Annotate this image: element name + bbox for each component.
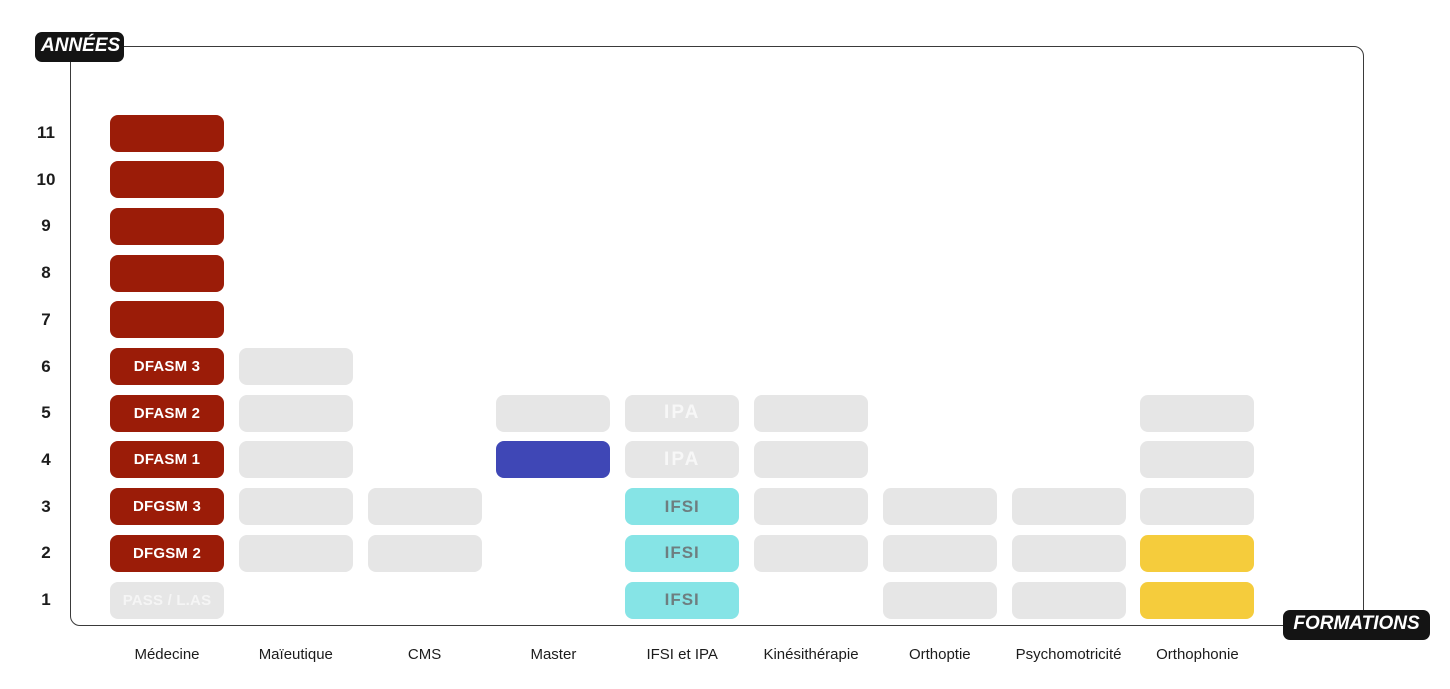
cell-7-year-3	[1011, 488, 1126, 526]
cell-6-year-1	[882, 581, 997, 619]
cell-0-year-6: DFASM 3	[110, 348, 224, 385]
cell-8-year-4	[1140, 441, 1255, 479]
formation-label-3: Master	[530, 646, 577, 663]
year-label-8: 8	[41, 263, 51, 283]
formation-label-7: Psychomotricité	[1015, 646, 1122, 663]
cell-0-year-9	[110, 207, 224, 245]
cell-2-year-3	[367, 488, 482, 526]
cell-4-year-1: IFSI	[625, 581, 740, 619]
cell-6-year-3	[882, 488, 997, 526]
cell-0-year-1: PASS / L.AS	[110, 581, 224, 619]
year-label-5: 5	[41, 403, 51, 423]
cell-4-year-5: IPA	[625, 394, 740, 432]
cell-0-year-4: DFASM 1	[110, 441, 224, 479]
cell-0-year-3: DFGSM 3	[110, 488, 224, 526]
y-axis-tag: ANNÉES	[35, 32, 124, 62]
formation-label-1: Maïeutique	[258, 646, 333, 663]
formation-label-5: Kinésithérapie	[763, 646, 859, 663]
cell-5-year-4	[754, 441, 868, 479]
cell-0-year-2: DFGSM 2	[110, 534, 224, 572]
year-label-2: 2	[41, 543, 51, 563]
cell-5-year-5	[754, 394, 868, 432]
year-label-9: 9	[41, 216, 51, 236]
cell-0-year-5: DFASM 2	[110, 394, 224, 432]
cell-2-year-2	[367, 534, 482, 572]
cell-8-year-5	[1140, 394, 1255, 432]
formation-label-6: Orthoptie	[908, 646, 971, 663]
year-label-1: 1	[41, 590, 51, 609]
cell-1-year-5	[238, 394, 353, 432]
cell-1-year-2	[238, 534, 353, 572]
year-label-10: 10	[36, 169, 56, 189]
cell-8-year-2	[1140, 534, 1255, 572]
cell-5-year-3	[754, 488, 868, 526]
formation-label-0: Médecine	[134, 646, 200, 663]
x-axis-tag: FORMATIONS	[1283, 610, 1430, 640]
cell-0-year-10	[110, 161, 224, 199]
cell-8-year-3	[1140, 488, 1255, 526]
chart-frame	[70, 46, 1364, 626]
cell-4-year-2: IFSI	[625, 534, 740, 572]
year-label-7: 7	[41, 309, 51, 329]
formation-label-8: Orthophonie	[1156, 646, 1239, 663]
cell-3-year-5	[496, 394, 611, 432]
cell-7-year-1	[1011, 581, 1126, 619]
cell-0-year-11	[110, 114, 224, 152]
year-label-4: 4	[41, 449, 51, 469]
cell-7-year-2	[1011, 534, 1126, 572]
year-label-6: 6	[41, 356, 51, 376]
cell-4-year-4: IPA	[625, 441, 740, 479]
year-label-11: 11	[37, 123, 55, 142]
cell-1-year-4	[238, 441, 353, 479]
cell-1-year-6	[238, 348, 353, 385]
formation-label-4: IFSI et IPA	[646, 646, 718, 663]
cell-5-year-2	[754, 534, 868, 572]
cell-0-year-8	[110, 254, 224, 292]
cell-4-year-3: IFSI	[625, 488, 740, 526]
formation-label-2: CMS	[407, 646, 442, 663]
cell-8-year-1	[1140, 581, 1255, 619]
cell-6-year-2	[882, 534, 997, 572]
cell-1-year-3	[238, 488, 353, 526]
cell-0-year-7	[110, 301, 224, 339]
cell-3-year-4	[496, 441, 611, 479]
year-label-3: 3	[41, 496, 51, 516]
